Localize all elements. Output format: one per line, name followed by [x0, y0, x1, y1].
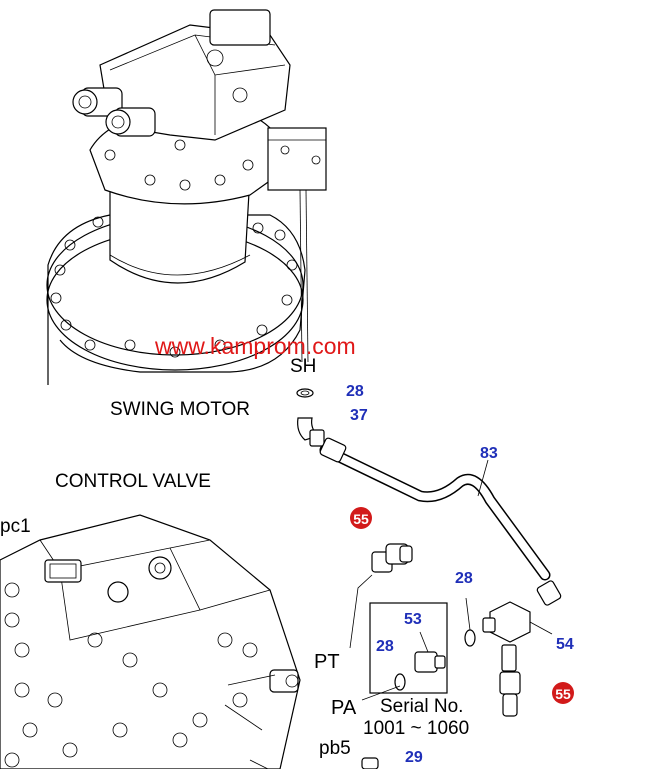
part-28-box: 28	[376, 638, 394, 655]
control-valve-drawing	[0, 514, 301, 769]
part-37: 37	[350, 407, 368, 424]
part-28-mid: 28	[455, 570, 473, 587]
watermark-text: www.kamprom.com	[154, 333, 356, 359]
part-53: 53	[404, 611, 422, 628]
serial-title: Serial No.	[380, 696, 463, 717]
part-55-top-badge: 55	[350, 507, 372, 529]
part-55-top: 55	[353, 511, 369, 527]
control-valve-label: CONTROL VALVE	[55, 471, 211, 492]
port-pt-label: PT	[314, 651, 340, 673]
port-pa-label: PA	[331, 697, 357, 719]
serial-box	[369, 602, 448, 694]
part-55-bottom: 55	[555, 686, 571, 702]
port-pb5-label: pb5	[319, 738, 351, 759]
swing-motor-drawing	[46, 9, 327, 385]
serial-range: 1001 ~ 1060	[363, 718, 469, 739]
part-54: 54	[556, 636, 574, 653]
swing-motor-label: SWING MOTOR	[110, 399, 250, 420]
hose-assembly-drawing	[296, 388, 562, 769]
part-83: 83	[480, 445, 498, 462]
port-sh-label: SH	[290, 356, 316, 377]
part-55-bottom-badge: 55	[552, 682, 574, 704]
port-pc1-label: pc1	[0, 516, 31, 537]
part-28-top: 28	[346, 383, 364, 400]
part-29: 29	[405, 749, 423, 766]
